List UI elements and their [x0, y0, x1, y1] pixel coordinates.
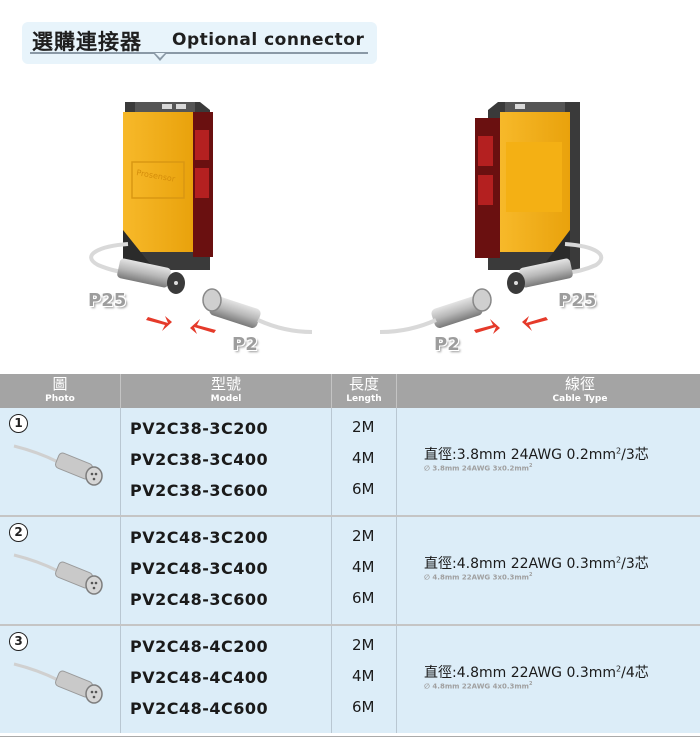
arrow-icon [522, 316, 548, 331]
arrow-icon [474, 319, 500, 334]
sensor-left: Prosensor [123, 102, 213, 270]
model-number: PV2C48-4C200 [130, 637, 269, 656]
cable-length: 2M [352, 418, 375, 436]
model-number: PV2C48-4C600 [130, 699, 269, 718]
model-number: PV2C48-4C400 [130, 668, 269, 687]
connector-illustration: Prosensor [0, 80, 700, 370]
model-number: PV2C38-3C400 [130, 450, 269, 469]
cable-length: 6M [352, 698, 375, 716]
cable-length: 2M [352, 636, 375, 654]
label-p2-right: P2 [434, 334, 460, 355]
cable-length: 2M [352, 527, 375, 545]
row-number: 3 [9, 632, 28, 651]
p25-plug-left [117, 258, 185, 294]
cable-spec-en: ∅ 4.8mm 22AWG 3x0.3mm2 [424, 572, 533, 582]
cable-connector-photo [13, 553, 103, 595]
model-number: PV2C48-3C600 [130, 590, 269, 609]
cable-spec-en: ∅ 3.8mm 24AWG 3x0.2mm2 [424, 463, 533, 473]
section-title-en: Optional connector [172, 30, 365, 50]
row-number: 2 [9, 523, 28, 542]
cable-connector-photo [13, 444, 103, 486]
cable-spec: 直徑:3.8mm 24AWG 0.2mm2/3芯 [424, 446, 649, 463]
cable-length: 6M [352, 589, 375, 607]
cable-spec: 直徑:4.8mm 22AWG 0.3mm2/4芯 [424, 664, 649, 681]
tag-underline [30, 52, 368, 54]
photo-cell: 1 [0, 408, 120, 515]
row-number: 1 [9, 414, 28, 433]
cable-length: 4M [352, 667, 375, 685]
model-number: PV2C38-3C200 [130, 419, 269, 438]
cable-spec-en: ∅ 4.8mm 22AWG 4x0.3mm2 [424, 681, 533, 691]
cable-spec: 直徑:4.8mm 22AWG 0.3mm2/3芯 [424, 555, 649, 572]
p25-plug-right [507, 258, 573, 294]
cable-length: 6M [352, 480, 375, 498]
p2-socket-left [202, 288, 313, 334]
label-p25-right: P25 [558, 290, 597, 311]
cable-length: 4M [352, 558, 375, 576]
sensor-right [475, 102, 580, 270]
table-row: 2 PV2C48-3C200 PV2C48-3C400 PV2C48-3C600… [0, 517, 700, 624]
p2-socket-right [379, 288, 492, 334]
photo-cell: 3 [0, 626, 120, 733]
cable-connector-photo [13, 662, 103, 704]
section-tag [22, 22, 377, 64]
label-p25-left: P25 [88, 290, 127, 311]
model-number: PV2C48-3C400 [130, 559, 269, 578]
photo-cell: 2 [0, 517, 120, 624]
cable-length: 4M [352, 449, 375, 467]
sensor-drawing: Prosensor [89, 102, 604, 334]
row-divider [0, 515, 700, 517]
model-number: PV2C38-3C600 [130, 481, 269, 500]
label-p2-left: P2 [232, 334, 258, 355]
model-number: PV2C48-3C200 [130, 528, 269, 547]
arrow-icon [146, 316, 172, 331]
section-title-zh: 選購連接器 [32, 30, 142, 54]
row-divider [0, 624, 700, 626]
table-row: 3 PV2C48-4C200 PV2C48-4C400 PV2C48-4C600… [0, 626, 700, 733]
arrow-icon [190, 319, 216, 334]
table-row: 1 PV2C38-3C200 PV2C38-3C400 PV2C38-3C600… [0, 408, 700, 515]
